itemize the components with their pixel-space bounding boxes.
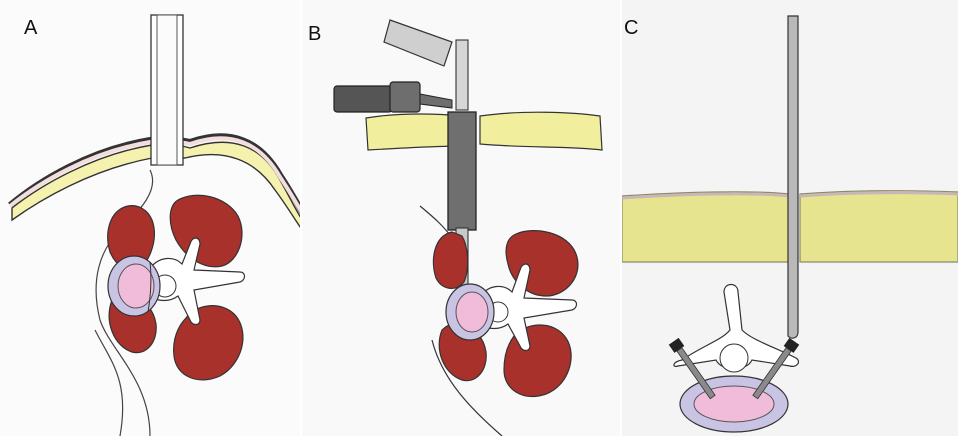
disc-nucleus: [456, 292, 488, 332]
body-outline-lower: [95, 330, 123, 436]
panel-c: C: [622, 0, 958, 436]
working-cannula: [448, 112, 476, 230]
fat-layer: [622, 192, 790, 262]
scope-handle-top: [384, 20, 452, 66]
panel-b: B: [302, 0, 620, 436]
muscle-lower-right: [174, 306, 243, 380]
disc-nucleus: [118, 264, 154, 308]
fat-layer-right: [480, 112, 602, 150]
camera-arm: [420, 94, 452, 108]
camera-body: [334, 86, 392, 112]
muscle-upper-left: [433, 232, 467, 288]
fat-layer-right: [800, 191, 958, 262]
muscle-upper-right: [170, 195, 242, 267]
tube-lumen: [157, 15, 177, 165]
panel-a: A: [0, 0, 300, 436]
scope-shaft-top: [456, 40, 468, 110]
camera-mount: [390, 82, 420, 112]
panel-a-illustration: [0, 0, 300, 436]
panel-c-illustration: [622, 0, 958, 436]
panel-b-illustration: [302, 0, 620, 436]
instrument-shaft: [788, 16, 798, 338]
spinal-canal: [720, 344, 748, 372]
